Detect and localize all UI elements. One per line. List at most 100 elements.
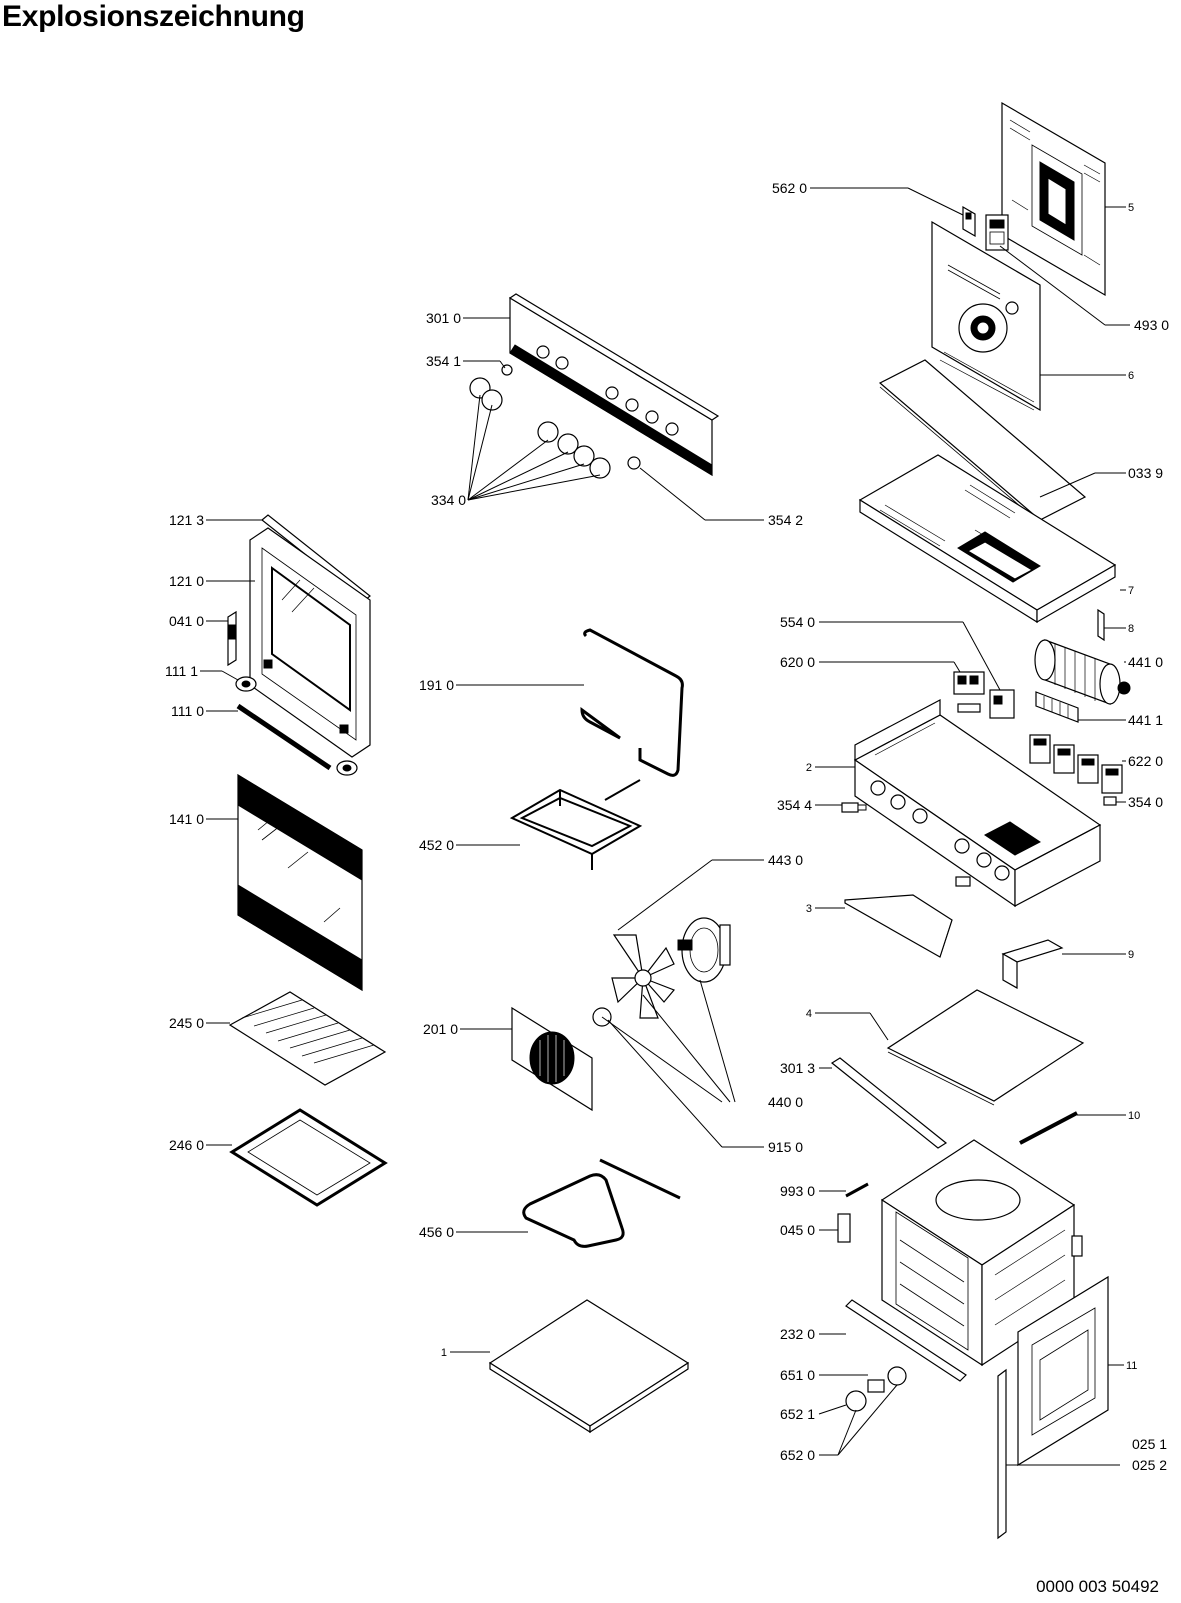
label-5540: 554 0: [780, 614, 815, 630]
label-3541: 354 1: [426, 353, 461, 369]
label-10: 10: [1128, 1110, 1140, 1122]
label-3540: 354 0: [1128, 794, 1163, 810]
screw-extra: [955, 876, 971, 887]
label-6: 6: [1128, 370, 1134, 382]
label-2460: 246 0: [169, 1137, 204, 1153]
small-part-8: [1097, 608, 1105, 642]
inner-door-part-1210: [249, 527, 371, 758]
thermostat-part-4930: [985, 214, 1009, 251]
label-3013: 301 3: [780, 1060, 815, 1076]
label-4400: 440 0: [768, 1094, 803, 1110]
knob-part-6520: [887, 1366, 907, 1386]
wire-rack-part-2450: [228, 991, 387, 1086]
control-housing-part-2: [853, 699, 1102, 908]
rod-part-10: [1019, 1111, 1078, 1145]
heating-element-part-4520: [509, 779, 643, 870]
control-knobs-part-3340: [469, 377, 611, 479]
control-panel-part-3010: [508, 293, 720, 477]
label-1111: 111 1: [165, 663, 198, 679]
relays-part-6220: [1029, 734, 1123, 794]
label-5620: 562 0: [772, 180, 807, 196]
knob-part-6510: [867, 1379, 885, 1393]
terminal-block-part-4411: [1035, 691, 1079, 723]
label-1213: 121 3: [169, 512, 204, 528]
top-cover-part-7: [858, 454, 1117, 624]
contact-part-6200: [953, 671, 985, 713]
label-0252: 025 2: [1132, 1457, 1167, 1473]
label-1210: 121 0: [169, 573, 204, 589]
oven-gasket-part-1910: [580, 628, 684, 777]
hinge-part-0410: [227, 610, 237, 667]
label-9930: 993 0: [780, 1183, 815, 1199]
label-4430: 443 0: [768, 852, 803, 868]
tangential-fan-part-4410: [1034, 639, 1131, 705]
clip-part-0450: [837, 1213, 851, 1243]
document-number: 0000 003 50492: [1036, 1577, 1159, 1596]
label-2450: 245 0: [169, 1015, 204, 1031]
label-1910: 191 0: [419, 677, 454, 693]
label-4520: 452 0: [419, 837, 454, 853]
bottom-plate-part-1: [488, 1299, 690, 1434]
bottom-plate-part-4: [886, 989, 1085, 1106]
lamp-part-3542: [627, 456, 641, 470]
label-7: 7: [1128, 585, 1134, 597]
rail-part-3013: [830, 1057, 948, 1149]
label-1: 1: [441, 1347, 447, 1359]
fan-blade-part-4400: [611, 934, 675, 1019]
screw-part-9930: [845, 1182, 869, 1198]
label-2320: 232 0: [780, 1326, 815, 1342]
bracket-part-5620: [962, 205, 976, 238]
label-0251: 025 1: [1132, 1436, 1167, 1452]
side-strip-part-0251-0252: [997, 1368, 1007, 1540]
label-3: 3: [806, 903, 812, 915]
label-3542: 354 2: [768, 512, 803, 528]
bottom-heater-part-4560: [522, 1158, 681, 1248]
label-4410: 441 0: [1128, 654, 1163, 670]
label-0450: 045 0: [780, 1222, 815, 1238]
baking-tray-part-2460: [229, 1108, 388, 1207]
part-1111: [235, 676, 257, 692]
bracket-part-3: [844, 894, 953, 958]
label-6510: 651 0: [780, 1367, 815, 1383]
label-1410: 141 0: [169, 811, 204, 827]
back-cover-part-5: [1001, 101, 1106, 297]
door-handle-part-1110: [236, 703, 358, 776]
leader-lines: [200, 187, 1130, 1466]
rear-panel-part-6: [931, 220, 1041, 412]
label-6200: 620 0: [780, 654, 815, 670]
label-2: 2: [806, 762, 812, 774]
label-1110: 111 0: [171, 703, 204, 719]
insulation-plate-part-0339: [878, 359, 1087, 524]
knob-part-6521: [845, 1390, 867, 1412]
door-glass-part-1410: [237, 773, 363, 992]
label-6520: 652 0: [780, 1447, 815, 1463]
label-4930: 493 0: [1134, 317, 1169, 333]
label-11: 11: [1126, 1360, 1137, 1372]
label-4411: 441 1: [1128, 712, 1163, 728]
oven-cavity: [880, 1139, 1083, 1367]
label-4: 4: [806, 1008, 812, 1020]
door-frame-part-11: [1017, 1275, 1109, 1467]
bracket-part-9: [1001, 939, 1064, 990]
page-title: Explosionszeichnung: [2, 0, 305, 33]
switch-part-5540: [989, 689, 1015, 719]
label-2010: 201 0: [423, 1021, 458, 1037]
fan-motor-part-4430: [677, 917, 731, 983]
label-6521: 652 1: [780, 1406, 815, 1422]
label-4560: 456 0: [419, 1224, 454, 1240]
fan-cover-part-2010: [511, 1006, 593, 1112]
label-6220: 622 0: [1128, 753, 1163, 769]
rail-part-2320: [845, 1299, 967, 1382]
label-0410: 041 0: [169, 613, 204, 629]
label-9150: 915 0: [768, 1139, 803, 1155]
label-8: 8: [1128, 623, 1134, 635]
label-3544: 354 4: [777, 797, 812, 813]
label-5: 5: [1128, 202, 1134, 214]
label-3340: 334 0: [431, 492, 466, 508]
part-labels: 562 0 5 493 0 6 033 9 301 0 354 1 334 0 …: [165, 180, 1169, 1473]
label-0339: 033 9: [1128, 465, 1163, 481]
label-3010: 301 0: [426, 310, 461, 326]
screw-part-3540: [1103, 796, 1117, 806]
label-9: 9: [1128, 949, 1134, 961]
